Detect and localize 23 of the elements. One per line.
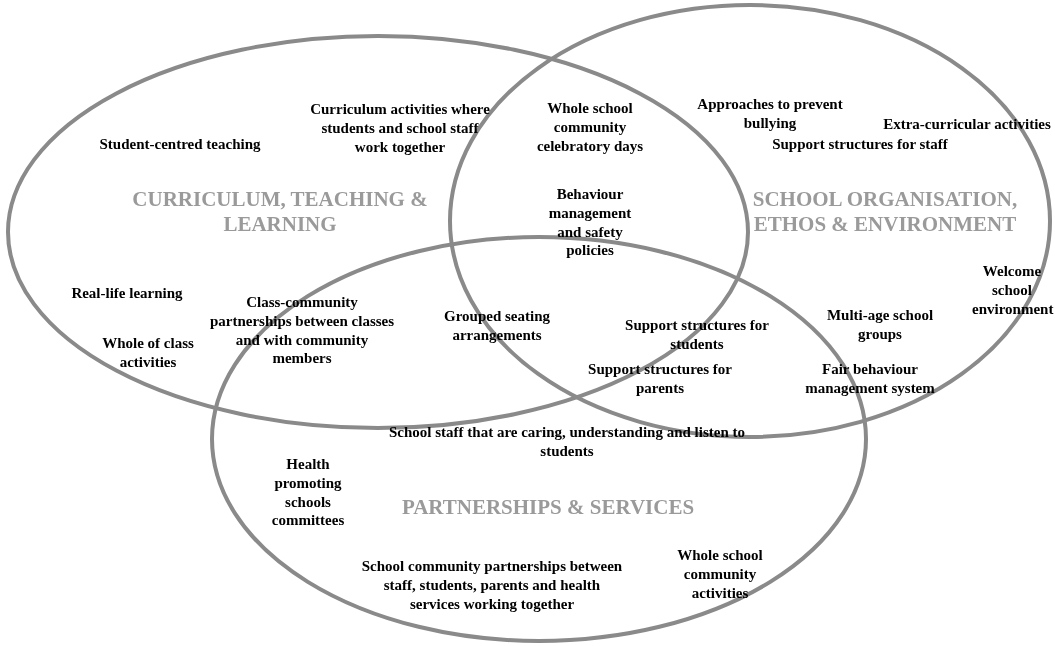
item-label: Multi-age school groups: [825, 306, 935, 344]
item-label: Real-life learning: [70, 283, 184, 303]
item-label: Support structures for staff: [771, 134, 949, 154]
item-label: Support structures for parents: [587, 360, 733, 398]
item-label: Approaches to prevent bullying: [696, 95, 844, 133]
item-label: Welcome school environment: [972, 261, 1052, 319]
set-heading: PARTNERSHIPS & SERVICES: [400, 495, 696, 521]
item-label: Fair behaviour management system: [804, 360, 936, 398]
item-label: Whole school community activities: [676, 545, 764, 603]
set-heading: CURRICULUM, TEACHING & LEARNING: [131, 186, 429, 238]
set-heading: SCHOOL ORGANISATION, ETHOS & ENVIRONMENT: [751, 186, 1019, 238]
item-label: School community partnerships between staff, students, parents and health services working together: [360, 556, 624, 614]
item-label: Extra-curricular activities: [882, 114, 1052, 134]
item-label: Curriculum activities where students and school staff work together: [309, 99, 491, 157]
item-label: Whole of class activities: [101, 334, 195, 372]
item-label: Class-community partnerships between classes and with community members: [209, 292, 395, 368]
item-label: Health promoting schools committees: [270, 454, 346, 530]
item-label: Student-centred teaching: [98, 134, 262, 154]
item-label: Behaviour management and safety policies: [547, 184, 633, 260]
item-label: Support structures for students: [624, 316, 770, 354]
item-label: Whole school community celebratory days: [535, 98, 645, 156]
item-label: School staff that are caring, understanding and listen to students: [388, 423, 746, 461]
item-label: Grouped seating arrangements: [443, 307, 551, 345]
